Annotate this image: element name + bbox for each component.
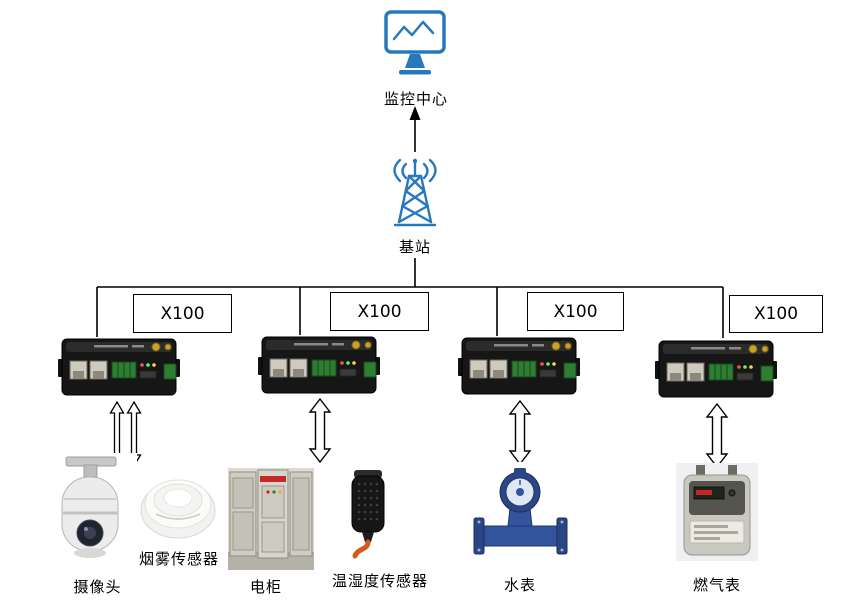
router-3-model-box: X100: [527, 292, 624, 331]
device-label-water-meter: 水表: [503, 576, 536, 594]
router-3-illustration: [458, 337, 580, 395]
router-4-model-label: X100: [753, 304, 799, 324]
device-label-gas-meter: 燃气表: [692, 576, 741, 594]
monitoring-center-label: 监控中心: [383, 90, 448, 108]
monitoring-center-icon: [384, 10, 446, 75]
device-label-camera: 摄像头: [73, 578, 122, 596]
double-arrow-router3-water-meter: [508, 399, 532, 466]
router-1-illustration: [58, 338, 180, 396]
router-4-model-box: X100: [729, 295, 823, 333]
water-meter-illustration: [472, 462, 569, 568]
router-2-model-box: X100: [330, 292, 429, 331]
router-2-illustration: [258, 336, 380, 394]
router-1-model-label: X100: [160, 303, 205, 324]
smoke-sensor-illustration: [140, 479, 216, 539]
camera-illustration: [40, 453, 137, 575]
router-2-model-label: X100: [357, 301, 402, 322]
base-station-icon: [393, 158, 437, 227]
device-label-smoke-sensor: 烟雾传感器: [138, 550, 219, 568]
base-station-label: 基站: [398, 238, 431, 256]
router-3-model-label: X100: [553, 301, 598, 322]
uplink-arrow: [409, 106, 421, 152]
device-label-electric-cabinet: 电柜: [249, 578, 282, 596]
double-arrow-router4-gas-meter: [705, 402, 729, 469]
router-1-model-box: X100: [133, 294, 232, 333]
temp-humidity-sensor-illustration: [338, 466, 398, 564]
device-label-temp-humidity-sensor: 温湿度传感器: [331, 572, 428, 590]
electric-cabinet-illustration: [228, 468, 314, 570]
gas-meter-illustration: [676, 463, 758, 561]
double-arrow-router2-devices: [308, 397, 332, 464]
router-4-illustration: [655, 340, 777, 398]
